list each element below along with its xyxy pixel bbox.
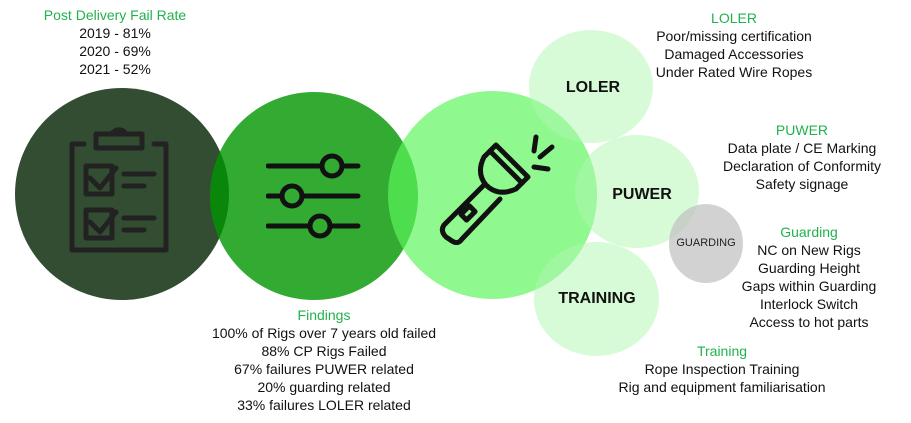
- training-title: Training: [696, 343, 748, 359]
- loler-circle: [529, 30, 653, 143]
- puwer-block: PUWER Data plate / CE Marking Declaratio…: [723, 121, 881, 193]
- loler-line: Damaged Accessories: [664, 46, 804, 62]
- guarding-line: Access to hot parts: [749, 314, 869, 330]
- loler-block: LOLER Poor/missing certification Damaged…: [656, 9, 812, 81]
- training-line: Rope Inspection Training: [644, 361, 800, 377]
- finding-line: 33% failures LOLER related: [237, 397, 411, 413]
- fail-rate-line: 2021 - 52%: [79, 61, 151, 77]
- puwer-line: Declaration of Conformity: [723, 158, 881, 174]
- guarding-line: Gaps within Guarding: [741, 278, 877, 294]
- puwer-line: Data plate / CE Marking: [727, 140, 877, 156]
- flashlight-icon: [439, 134, 555, 245]
- guarding-block: Guarding NC on New Rigs Guarding Height …: [742, 223, 877, 331]
- training-circle: [534, 242, 659, 356]
- sliders-icon: [266, 153, 361, 239]
- finding-line: 67% failures PUWER related: [234, 361, 414, 377]
- guarding-line: Guarding Height: [758, 260, 860, 276]
- training-line: Rig and equipment familiarisation: [618, 379, 826, 395]
- fail-rate-title: Post Delivery Fail Rate: [43, 7, 187, 23]
- fail-rate-line: 2019 - 81%: [79, 25, 151, 41]
- guarding-circle-label: GUARDING: [676, 237, 736, 249]
- loler-line: Poor/missing certification: [656, 28, 812, 44]
- fail-rate-circle: [15, 88, 229, 300]
- findings-title: Findings: [297, 307, 351, 323]
- training-circle-label: TRAINING: [558, 290, 636, 307]
- finding-line: 100% of Rigs over 7 years old failed: [211, 325, 437, 341]
- guarding-title: Guarding: [780, 224, 838, 240]
- clipboard-checklist-icon: [69, 127, 169, 253]
- loler-line: Under Rated Wire Ropes: [655, 64, 813, 80]
- loler-title: LOLER: [711, 10, 757, 26]
- loler-circle-label: LOLER: [565, 79, 621, 96]
- finding-line: 88% CP Rigs Failed: [261, 343, 387, 359]
- training-block: Training Rope Inspection Training Rig an…: [619, 342, 826, 396]
- finding-line: 20% guarding related: [257, 379, 391, 395]
- findings-block: Findings 100% of Rigs over 7 years old f…: [212, 306, 436, 414]
- puwer-circle-label: PUWER: [612, 186, 672, 203]
- guarding-circle: [669, 204, 743, 283]
- fail-rate-block: Post Delivery Fail Rate 2019 - 81% 2020 …: [44, 6, 186, 78]
- guarding-line: NC on New Rigs: [757, 242, 861, 258]
- fail-rate-line: 2020 - 69%: [79, 43, 151, 59]
- guarding-line: Interlock Switch: [759, 296, 859, 312]
- puwer-title: PUWER: [775, 122, 829, 138]
- puwer-line: Safety signage: [755, 176, 849, 192]
